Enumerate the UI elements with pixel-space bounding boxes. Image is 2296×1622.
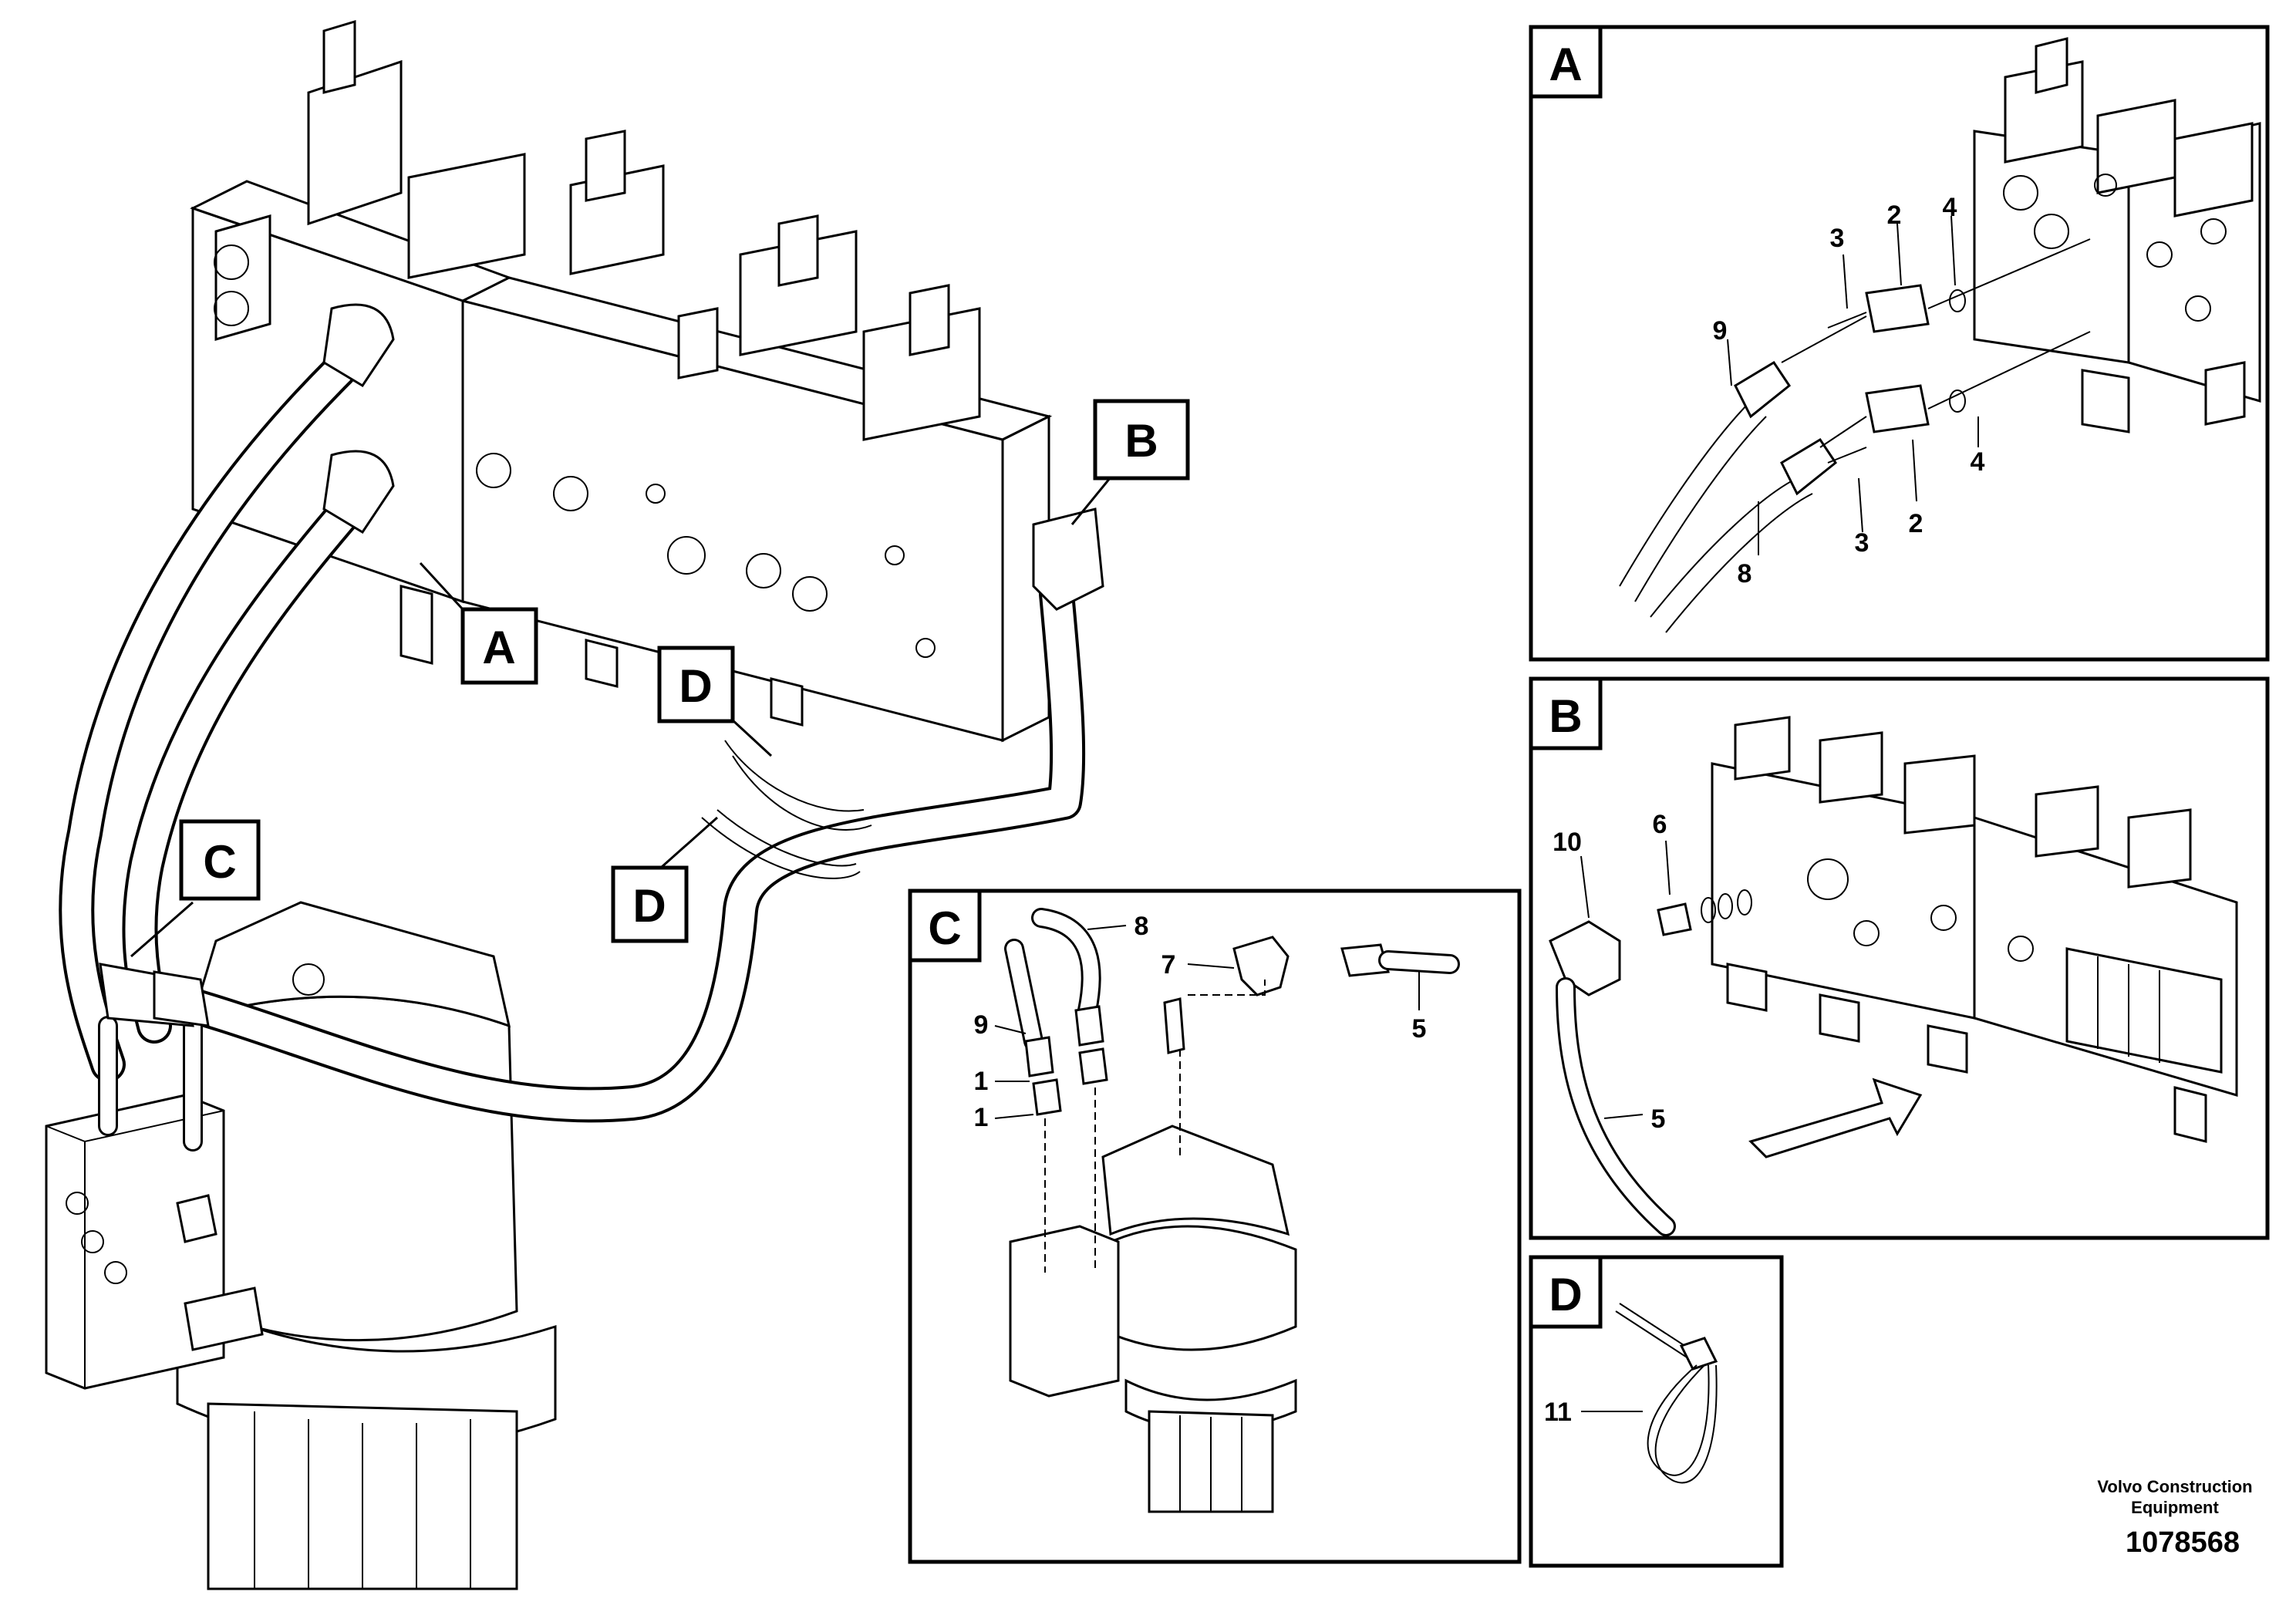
svg-text:5: 5 [1651, 1104, 1666, 1134]
callout-a: A [460, 607, 538, 685]
svg-text:2: 2 [1887, 201, 1902, 230]
svg-text:4: 4 [1971, 447, 1985, 477]
callout-d-lower: D [611, 865, 689, 943]
svg-text:D: D [679, 660, 712, 712]
svg-text:4: 4 [1943, 193, 1957, 222]
svg-text:8: 8 [1738, 559, 1752, 588]
ref-number: 1078568 [2126, 1526, 2240, 1559]
svg-text:D: D [632, 880, 666, 932]
callout-d-upper: D [657, 646, 735, 723]
svg-text:1: 1 [974, 1067, 989, 1096]
main-view: B A D C D [45, 19, 1190, 1590]
svg-text:10: 10 [1553, 828, 1582, 857]
svg-text:8: 8 [1135, 912, 1149, 941]
callout-b: B [1093, 399, 1190, 481]
detail-c: C 8 7 9 1 1 5 [908, 889, 1522, 1564]
detail-a: A 3 [1529, 25, 2270, 662]
svg-text:3: 3 [1830, 224, 1845, 253]
svg-text:B: B [1549, 690, 1582, 742]
svg-text:B: B [1124, 415, 1158, 467]
svg-text:9: 9 [1713, 316, 1728, 346]
company-line-1: Volvo Construction [2097, 1477, 2252, 1496]
svg-text:A: A [1549, 39, 1582, 90]
svg-text:5: 5 [1412, 1014, 1427, 1044]
detail-b: B 10 6 5 [1529, 676, 2270, 1240]
svg-text:11: 11 [1544, 1398, 1572, 1427]
hose-lines [59, 303, 1104, 1152]
company-line-2: Equipment [2131, 1498, 2219, 1517]
svg-text:2: 2 [1909, 509, 1923, 538]
svg-text:D: D [1549, 1269, 1582, 1320]
svg-text:1: 1 [974, 1103, 989, 1132]
svg-text:C: C [928, 902, 961, 954]
detail-d: D 11 [1529, 1255, 1784, 1568]
callout-c: C [179, 819, 261, 901]
svg-text:A: A [482, 622, 515, 673]
control-valve [190, 19, 1053, 743]
svg-text:9: 9 [974, 1010, 989, 1040]
swing-motor [45, 901, 557, 1590]
svg-text:C: C [203, 836, 236, 888]
footer-text: Volvo Construction Equipment 1078568 [2097, 1477, 2252, 1559]
svg-text:7: 7 [1161, 950, 1176, 980]
svg-text:3: 3 [1855, 528, 1870, 558]
svg-text:6: 6 [1653, 810, 1667, 839]
